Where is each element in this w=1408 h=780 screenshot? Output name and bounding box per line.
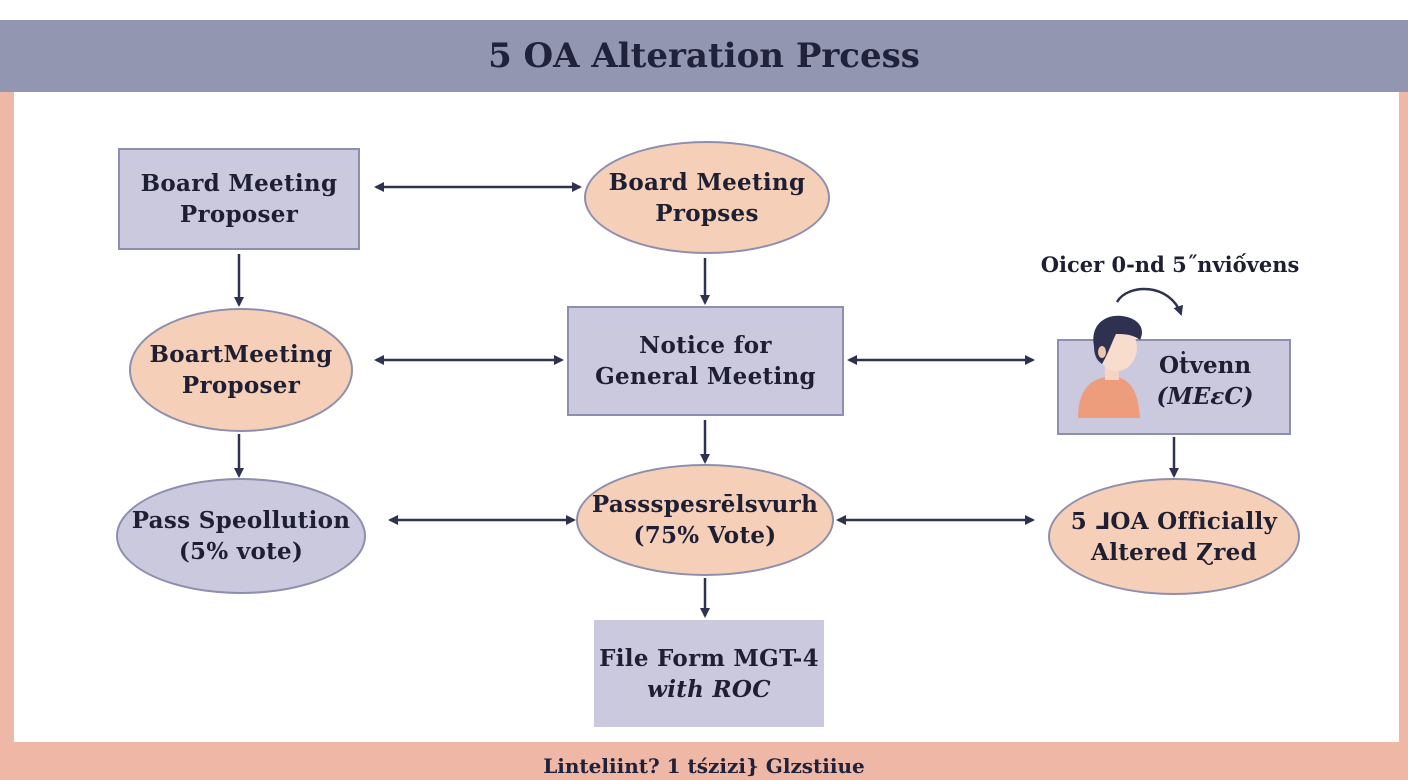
node-line: (MEɛC) [1156, 383, 1254, 410]
node-line: Proposer [181, 372, 301, 399]
node-line: File Form MGT-4 [599, 644, 819, 672]
node-line: Oṫvenn [1158, 352, 1252, 379]
node-line: Pass Speollution [131, 507, 351, 534]
board-meeting-propses-oval: Board Meeting Propses [584, 141, 830, 254]
node-line: (5% vote) [178, 538, 304, 565]
board-meeting-proposer-box: Board Meeting Proposer [118, 148, 360, 250]
node-line: 5 ⅃OA Officially [1070, 507, 1278, 535]
node-line: Notice for [639, 332, 772, 359]
node-line: Passspesrēlsvurh [591, 491, 819, 518]
officer-label: Oicer 0-nd 5˝nviốvens [1040, 252, 1300, 277]
node-line: Proposer [179, 201, 299, 228]
node-line: with ROC [647, 675, 771, 703]
pass-speollution-oval: Pass Speollution (5% vote) [116, 478, 366, 594]
node-line: (75% Vote) [633, 522, 777, 549]
node-line: General Meeting [595, 363, 816, 390]
oa-officially-altered-oval: 5 ⅃OA Officially Altered Ɀred [1048, 478, 1300, 595]
node-line: Board Meeting [140, 170, 338, 197]
title-bar: 5 OA Alteration Prcess [0, 20, 1408, 92]
node-line: BoartMeeting [149, 341, 333, 368]
node-line: Board Meeting [608, 168, 806, 196]
node-line: Altered Ɀred [1091, 538, 1257, 566]
node-line: Propses [655, 199, 759, 227]
person-icon [1078, 315, 1142, 418]
top-strip [0, 0, 1408, 20]
boart-meeting-proposer-oval: BoartMeeting Proposer [129, 308, 353, 432]
footer-caption: Linteliint? 1 tśzizi} Glzstiiue [543, 754, 865, 778]
file-form-mgt4-box: File Form MGT-4 with ROC [594, 620, 824, 727]
notice-general-meeting-box: Notice for General Meeting [567, 306, 844, 416]
page-title: 5 OA Alteration Prcess [488, 36, 920, 76]
officer-box-text: Oṫvenn (MEɛC) [1135, 350, 1275, 412]
passspesrelsvurh-oval: Passspesrēlsvurh (75% Vote) [576, 464, 834, 576]
